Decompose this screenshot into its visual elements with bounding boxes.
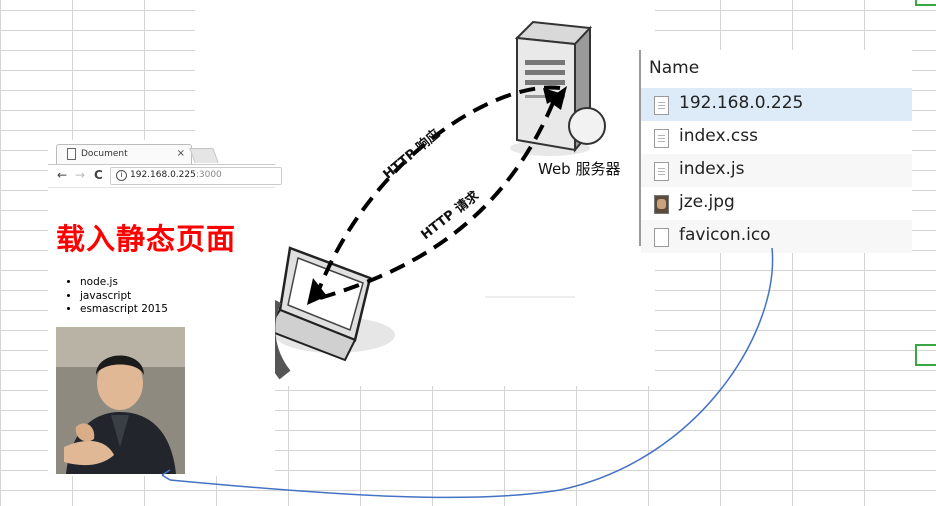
url-host: 192.168.0.225 — [130, 170, 196, 180]
portrait-photo — [56, 327, 185, 474]
navigation-bar: ← → C i 192.168.0.225:3000 — [48, 164, 282, 188]
name-column-header[interactable]: Name — [649, 58, 700, 78]
network-row[interactable]: favicon.ico — [641, 220, 912, 253]
cell-selection-marker — [915, 0, 936, 6]
forward-arrow-icon[interactable]: → — [75, 168, 86, 182]
new-tab-button[interactable] — [189, 148, 219, 163]
doc-icon — [654, 162, 669, 181]
back-arrow-icon[interactable]: ← — [57, 168, 68, 182]
network-panel: Name 192.168.0.225 index.css index.js jz… — [639, 50, 912, 253]
file-name: index.js — [679, 159, 745, 179]
file-name: jze.jpg — [679, 192, 735, 212]
list-item: javascript — [80, 290, 168, 304]
document-icon — [67, 148, 76, 160]
doc-icon — [654, 129, 669, 148]
server-icon — [510, 20, 606, 156]
server-label: Web 服务器 — [538, 160, 621, 178]
url-port: :3000 — [195, 170, 222, 180]
list-item: node.js — [80, 276, 168, 290]
file-name: favicon.ico — [679, 225, 771, 245]
tab-title: Document — [81, 149, 128, 159]
url-text: 192.168.0.225:3000 — [130, 170, 222, 180]
reload-icon[interactable]: C — [94, 168, 103, 182]
list-item: esmascript 2015 — [80, 303, 168, 317]
info-icon[interactable]: i — [116, 170, 127, 181]
doc-icon — [654, 96, 669, 115]
cell-selection-marker — [915, 344, 936, 366]
network-row[interactable]: jze.jpg — [641, 187, 912, 220]
tab-document[interactable]: Document × — [56, 144, 192, 164]
network-row[interactable]: 192.168.0.225 — [641, 88, 912, 121]
browser-window: Document × ← → C i 192.168.0.225:3000 载入… — [48, 140, 282, 476]
network-row[interactable]: index.js — [641, 154, 912, 187]
tab-bar: Document × — [48, 140, 275, 164]
topic-list: node.js javascript esmascript 2015 — [66, 276, 168, 317]
page-title: 载入静态页面 — [56, 222, 237, 256]
laptop-icon — [261, 246, 395, 380]
image-icon — [654, 195, 669, 214]
address-bar[interactable]: i 192.168.0.225:3000 — [110, 167, 282, 185]
network-row[interactable]: index.css — [641, 121, 912, 154]
file-name: 192.168.0.225 — [679, 93, 804, 113]
file-name: index.css — [679, 126, 758, 146]
blank-file-icon — [654, 228, 669, 247]
tab-close-icon[interactable]: × — [176, 148, 185, 159]
